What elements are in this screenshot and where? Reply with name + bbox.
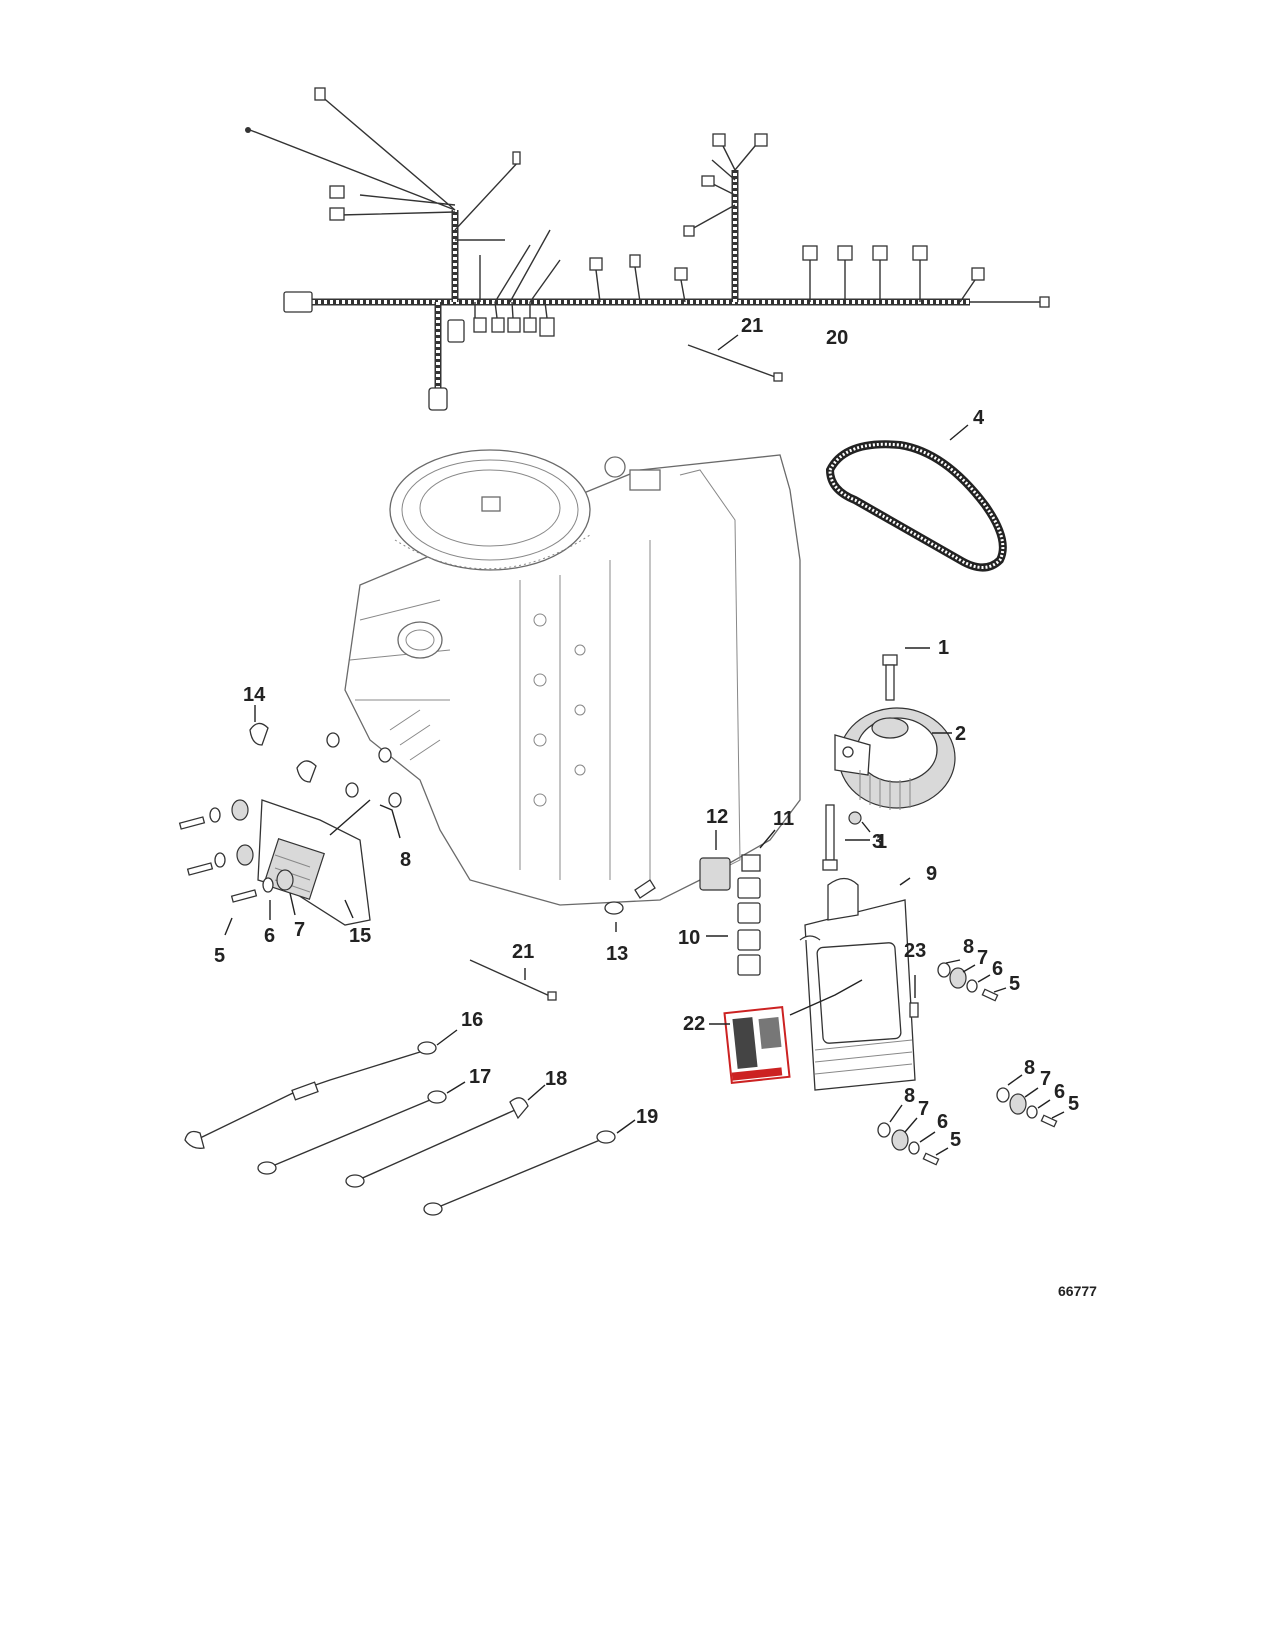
clamp-14 — [249, 722, 317, 783]
callout-15: 15 — [349, 925, 371, 947]
callout-9: 9 — [926, 863, 937, 885]
callout-7-left: 7 — [294, 919, 305, 941]
decal-22 — [723, 1006, 791, 1084]
callout-19: 19 — [636, 1106, 658, 1128]
cable-17 — [257, 1090, 447, 1175]
callout-8-left: 8 — [400, 849, 411, 871]
callout-4: 4 — [973, 407, 985, 429]
callout-6-right-a: 6 — [992, 958, 1003, 980]
grommet-stack-lower — [230, 869, 294, 903]
callout-5-right-c: 5 — [950, 1129, 961, 1151]
nut-3 — [848, 811, 862, 825]
callout-20: 20 — [826, 327, 848, 349]
callout-6-right-b: 6 — [1054, 1081, 1065, 1103]
bolt-upper — [882, 654, 898, 701]
cable-tie-top — [687, 344, 783, 382]
callout-21-bottom: 21 — [512, 941, 534, 963]
callout-17: 17 — [469, 1066, 491, 1088]
callout-labels: 21 20 4 1 2 3 1 14 8 5 6 7 15 12 11 10 1… — [214, 315, 1097, 1299]
relays-10 — [737, 877, 761, 976]
ecm-module — [799, 877, 916, 1091]
clamp-13 — [604, 879, 656, 915]
callout-7-right-a: 7 — [977, 947, 988, 969]
drive-belt — [825, 440, 1007, 572]
callout-5-right-b: 5 — [1068, 1093, 1079, 1115]
screw-23 — [909, 1002, 919, 1018]
engine-powerhead — [344, 449, 801, 906]
relay-12 — [699, 857, 731, 891]
callout-1-upper: 1 — [938, 637, 949, 659]
callout-3: 3 — [872, 831, 883, 853]
cable-18 — [345, 1097, 529, 1188]
callout-14: 14 — [243, 684, 266, 706]
grommet-stack-upper — [178, 799, 249, 830]
wiring-harness — [245, 87, 1050, 411]
callout-11: 11 — [773, 808, 794, 830]
callout-7-right-b: 7 — [1040, 1068, 1051, 1090]
grommet-stack-right-c — [877, 1122, 940, 1166]
spacers-8 — [326, 732, 402, 808]
callout-10: 10 — [678, 927, 700, 949]
grommet-stack-right-b — [996, 1087, 1058, 1128]
callout-22: 22 — [683, 1013, 705, 1035]
callout-21-top: 21 — [741, 315, 763, 337]
callout-6-right-c: 6 — [937, 1111, 948, 1133]
callout-18: 18 — [545, 1068, 567, 1090]
relay-block-11 — [741, 854, 761, 872]
leader-lines — [224, 334, 1065, 1156]
callout-23: 23 — [904, 940, 926, 962]
cable-16 — [184, 1041, 437, 1149]
callout-12: 12 — [706, 806, 728, 828]
cable-19 — [423, 1130, 616, 1216]
callout-5-left: 5 — [214, 945, 225, 967]
grommet-stack-right-a — [937, 962, 999, 1002]
callout-13: 13 — [606, 943, 628, 965]
cable-tie-bottom — [469, 959, 557, 1001]
callout-2: 2 — [955, 723, 966, 745]
callout-8-right-b: 8 — [1024, 1057, 1035, 1079]
callout-6-left: 6 — [264, 925, 275, 947]
callout-8-right-a: 8 — [963, 936, 974, 958]
callout-7-right-c: 7 — [918, 1098, 929, 1120]
callout-5-right-a: 5 — [1009, 973, 1020, 995]
bolt-lower — [822, 804, 838, 871]
module-15 — [257, 799, 371, 926]
callout-16: 16 — [461, 1009, 483, 1031]
figure-number: 66777 — [1058, 1283, 1097, 1299]
callout-1-lower: 1 — [876, 831, 887, 853]
callout-8-right-c: 8 — [904, 1085, 915, 1107]
alternator — [834, 707, 956, 810]
grommet-stack-middle — [186, 844, 254, 876]
